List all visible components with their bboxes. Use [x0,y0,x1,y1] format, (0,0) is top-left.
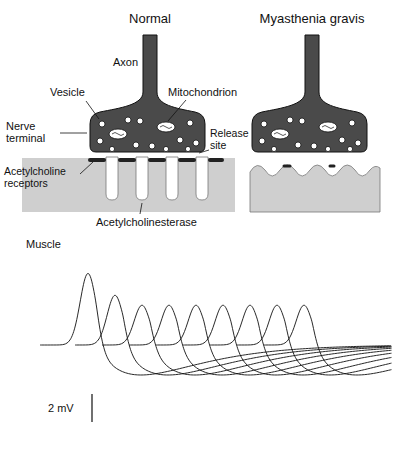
trace [237,305,392,375]
trace [264,305,392,375]
receptor-marks [90,158,222,162]
part-label: Vesicle [50,86,110,98]
scale-bar [91,394,92,422]
panel-heading: Normal [100,12,200,26]
part-label: Axon [100,56,138,68]
part-label: Release site [210,128,254,151]
part-label: Nerve terminal [6,120,58,144]
nerve-terminal [252,35,367,152]
panel-heading: Myasthenia gravis [242,12,382,26]
scale-label: 2 mV [48,402,88,414]
trace [102,305,392,375]
postsynaptic-muscle [250,165,380,212]
part-label: Muscle [26,238,86,250]
trace [183,305,392,375]
leader-lines [60,100,209,214]
trace [129,305,392,375]
part-label: Mitochondrion [168,86,258,98]
part-label: Acetylcholine receptors [4,166,84,189]
part-label: Acetylcholinesterase [96,216,226,228]
trace [156,305,392,375]
trace [75,295,392,375]
trace [40,273,391,375]
trace [210,305,392,375]
epp-traces [40,273,392,375]
